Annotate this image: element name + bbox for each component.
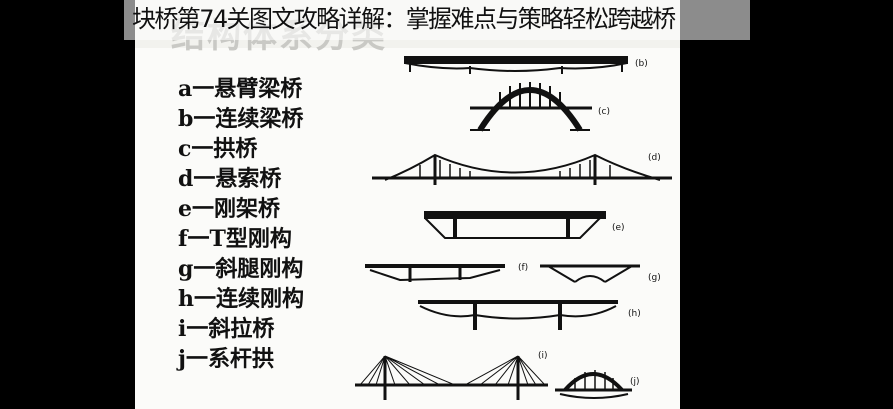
figure-label-g: (g)	[648, 273, 661, 283]
legend-item: i一斜拉桥	[178, 316, 275, 342]
figure-label-j: (j)	[630, 377, 640, 387]
rigid-frame-diagram: (e)	[424, 211, 625, 239]
caption-text: 块桥第74关图文攻略详解：掌握难点与策略轻松跨越桥	[132, 5, 676, 33]
legend-item: e一刚架桥	[178, 196, 280, 222]
arch-bridge-diagram: (c)	[470, 82, 610, 132]
figure-label-c: (c)	[598, 107, 610, 117]
suspension-bridge-diagram: (d)	[372, 153, 672, 185]
figure-label-i: (i)	[538, 351, 548, 361]
legend-item: j一系杆拱	[178, 346, 274, 372]
bridge-type-legend: a一悬臂梁桥 b一连续梁桥 c一拱桥 d一悬索桥 e一刚架桥 f一T型刚构 g一…	[178, 74, 304, 374]
legend-item: f一T型刚构	[178, 226, 292, 252]
cable-stayed-diagram: (i)	[355, 351, 548, 400]
figure-label-h: (h)	[628, 309, 641, 319]
legend-item: a一悬臂梁桥	[178, 76, 303, 102]
t-rigid-frame-diagram: (f)	[365, 263, 528, 282]
bridge-diagrams: (b) (c) (d)	[355, 56, 672, 400]
figure-label-b: (b)	[635, 59, 648, 69]
legend-item: g一斜腿刚构	[178, 256, 304, 282]
caption-overlay	[124, 0, 750, 40]
tied-arch-diagram: (j)	[555, 370, 640, 399]
legend-item: h一连续刚构	[178, 286, 304, 312]
continuous-rigid-frame-diagram: (h)	[418, 300, 641, 330]
figure-label-f: (f)	[518, 263, 528, 273]
figure-label-d: (d)	[648, 153, 661, 163]
legend-item: d一悬索桥	[178, 166, 282, 192]
continuous-beam-diagram: (b)	[404, 56, 648, 74]
legend-item: c一拱桥	[178, 136, 258, 162]
legend-item: b一连续梁桥	[178, 106, 304, 132]
figure-label-e: (e)	[612, 223, 625, 233]
slant-leg-frame-diagram: (g)	[540, 264, 661, 283]
